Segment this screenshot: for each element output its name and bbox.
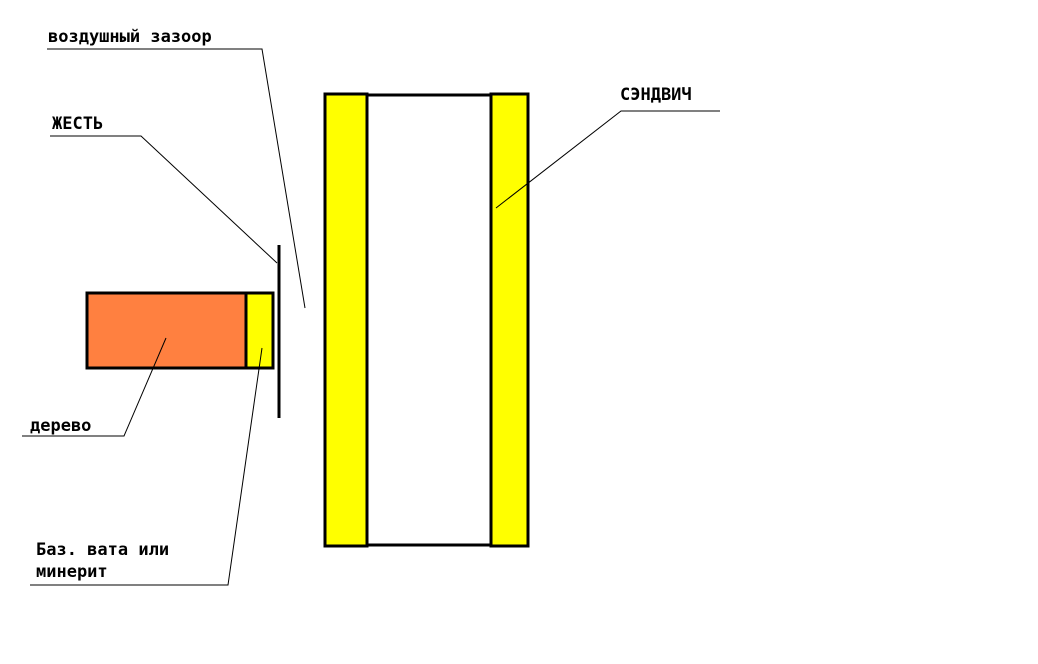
air-gap-label: воздушный зазоор — [48, 27, 212, 47]
sandwich-pipe — [323, 92, 530, 548]
insulation-label-line1: Баз. вата или — [36, 540, 169, 560]
sandwich-left-insulation — [323, 92, 369, 548]
sandwich-label: СЭНДВИЧ — [620, 85, 692, 105]
wood-leader — [22, 337, 167, 437]
insulation-pad — [244, 291, 275, 370]
wood-assembly — [85, 291, 275, 370]
sandwich-right-insulation — [489, 92, 530, 548]
wood-label: дерево — [30, 416, 91, 436]
tin-label: ЖЕСТЬ — [52, 114, 103, 134]
wood-block — [85, 291, 248, 370]
air-gap-leader — [47, 48, 306, 309]
tin-leader — [50, 135, 278, 264]
sandwich-leader — [495, 110, 720, 209]
insulation-label-line2: минерит — [36, 562, 108, 582]
insulation-leader — [30, 347, 263, 586]
sandwich-inner-channel — [365, 93, 493, 547]
